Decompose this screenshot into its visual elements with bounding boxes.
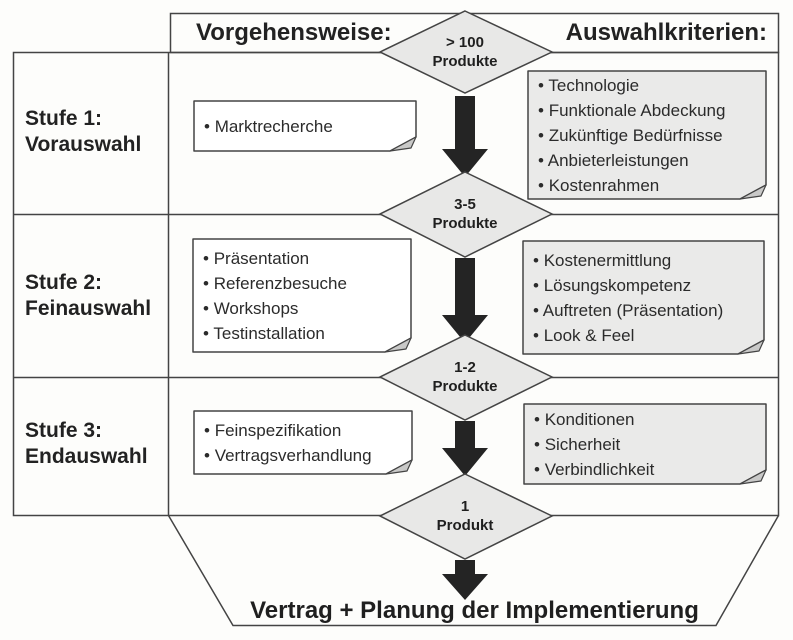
- criteria-list-stage-1: Technologie Funktionale Abdeckung Zukünf…: [527, 70, 767, 200]
- method-item: Referenzbesuche: [203, 271, 412, 296]
- diamond-1-2-produkte: [378, 334, 554, 421]
- diamond-unit: Produkt: [436, 517, 494, 534]
- methods-list-stage-3: Feinspezifikation Vertragsverhandlung: [193, 410, 413, 475]
- diamond-label-gt100: > 100 Produkte: [432, 33, 497, 71]
- diamond-count: > 100: [446, 34, 484, 51]
- criteria-item: Auftreten (Präsentation): [533, 298, 765, 323]
- flow-arrow-3: [442, 421, 488, 476]
- diamond-count: 1-2: [454, 359, 476, 376]
- stage-3-label-line2: Endauswahl: [25, 445, 148, 468]
- diamond-1-produkt: [378, 473, 554, 560]
- method-item: Feinspezifikation: [204, 418, 413, 443]
- criteria-item: Technologie: [538, 73, 767, 98]
- diamond-label-1-2: 1-2 Produkte: [432, 358, 497, 396]
- footer-result-label: Vertrag + Planung der Implementierung: [250, 597, 699, 624]
- stage-1-label: Stufe 1: Vorauswahl: [25, 106, 141, 158]
- diamond-count: 1: [460, 498, 470, 515]
- stage-2-label: Stufe 2: Feinauswahl: [25, 270, 151, 322]
- diamond-3-5-produkte: [378, 171, 554, 258]
- funnel-outline: [167, 515, 780, 627]
- diamond-gt100-produkte: [378, 10, 554, 94]
- method-item: Präsentation: [203, 246, 412, 271]
- diamond-label-1: 1 Produkt: [437, 497, 494, 535]
- criteria-note-stage-1: Technologie Funktionale Abdeckung Zukünf…: [527, 70, 767, 200]
- stage-2-label-line1: Stufe 2:: [25, 271, 103, 294]
- criteria-item: Kostenrahmen: [538, 173, 767, 198]
- header-auswahlkriterien: Auswahlkriterien:: [565, 19, 767, 46]
- criteria-item: Funktionale Abdeckung: [538, 98, 767, 123]
- criteria-note-stage-3: Konditionen Sicherheit Verbindlichkeit: [523, 403, 767, 485]
- methods-list-stage-1: Marktrecherche: [193, 100, 417, 152]
- diamond-count: 3-5: [454, 196, 476, 213]
- methods-note-stage-1: Marktrecherche: [193, 100, 417, 152]
- criteria-list-stage-3: Konditionen Sicherheit Verbindlichkeit: [523, 403, 767, 485]
- criteria-item: Look & Feel: [533, 323, 765, 348]
- stage-3-label: Stufe 3: Endauswahl: [25, 418, 148, 470]
- criteria-note-stage-2: Kostenermittlung Lösungskompetenz Auftre…: [522, 240, 765, 355]
- diamond-label-3-5: 3-5 Produkte: [432, 195, 497, 233]
- stage-1-label-line1: Stufe 1:: [25, 107, 103, 130]
- method-item: Marktrecherche: [204, 114, 417, 139]
- criteria-list-stage-2: Kostenermittlung Lösungskompetenz Auftre…: [522, 240, 765, 355]
- flow-arrow-1: [442, 96, 488, 177]
- criteria-item: Konditionen: [534, 407, 767, 432]
- method-item: Vertragsverhandlung: [204, 443, 413, 468]
- criteria-item: Zukünftige Bedürfnisse: [538, 123, 767, 148]
- stage-1-label-line2: Vorauswahl: [25, 133, 142, 156]
- criteria-item: Lösungskompetenz: [533, 273, 765, 298]
- diamond-unit: Produkte: [432, 378, 498, 395]
- criteria-item: Sicherheit: [534, 432, 767, 457]
- diamond-unit: Produkte: [432, 53, 498, 70]
- methods-list-stage-2: Präsentation Referenzbesuche Workshops T…: [192, 238, 412, 353]
- note-folded-corner: [389, 136, 417, 152]
- methods-note-stage-3: Feinspezifikation Vertragsverhandlung: [193, 410, 413, 475]
- diamond-unit: Produkte: [432, 215, 498, 232]
- flow-arrow-4: [442, 560, 488, 600]
- criteria-item: Kostenermittlung: [533, 248, 765, 273]
- flow-arrow-2: [442, 258, 488, 343]
- stage-2-label-line2: Feinauswahl: [25, 297, 152, 320]
- header-vorgehensweise: Vorgehensweise:: [196, 19, 392, 46]
- method-item: Testinstallation: [203, 321, 412, 346]
- stage-3-label-line1: Stufe 3:: [25, 419, 103, 442]
- methods-note-stage-2: Präsentation Referenzbesuche Workshops T…: [192, 238, 412, 353]
- criteria-item: Verbindlichkeit: [534, 457, 767, 482]
- method-item: Workshops: [203, 296, 412, 321]
- criteria-item: Anbieterleistungen: [538, 148, 767, 173]
